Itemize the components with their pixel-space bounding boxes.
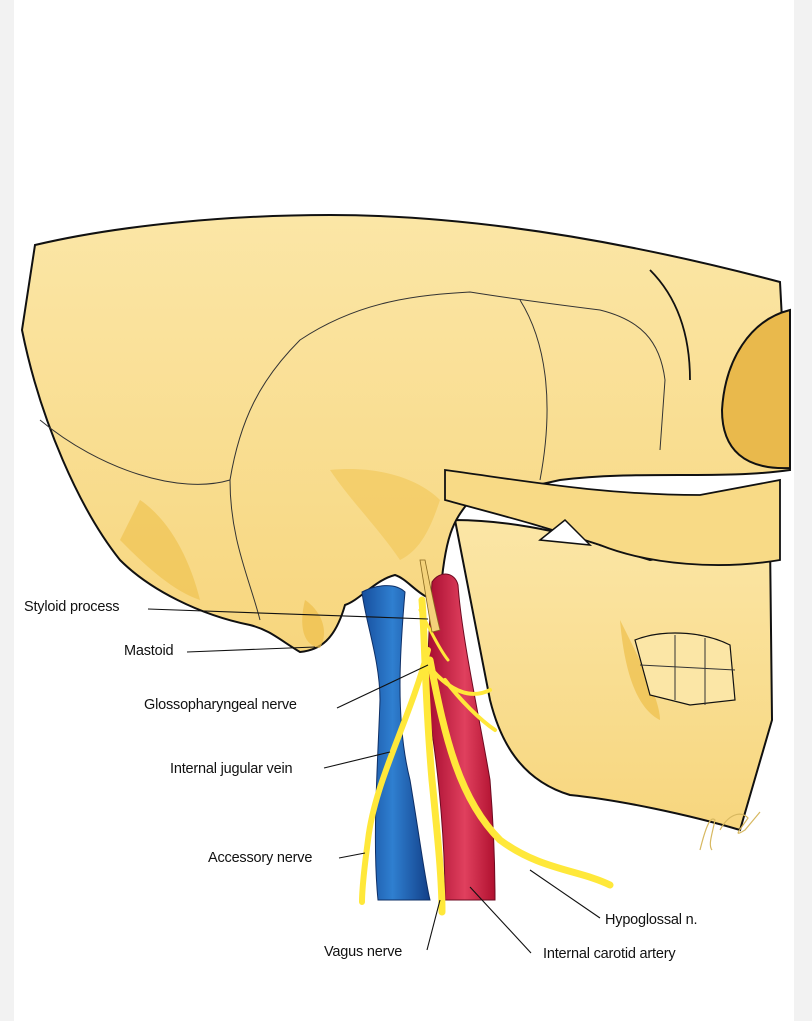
- glossopharyngeal-nerve: [418, 608, 450, 662]
- bone-shadow: [330, 469, 440, 560]
- teeth-lines: [639, 635, 736, 705]
- notch-gap: [538, 518, 593, 546]
- hypoglossal-nerve: [426, 656, 614, 889]
- label-vagus-nerve: Vagus nerve: [324, 944, 403, 960]
- leader-line-accessory: [338, 852, 366, 859]
- styloid-process: [419, 559, 441, 633]
- mastoid-shadow: [302, 600, 325, 648]
- label-mastoid: Mastoid: [124, 643, 174, 659]
- temporal-line: [649, 269, 691, 381]
- leader-line-glossopharyngeal: [336, 664, 429, 709]
- suture: [39, 291, 666, 485]
- suture: [229, 479, 261, 621]
- accessory-nerve: [359, 647, 431, 905]
- bone-shadow: [120, 500, 200, 600]
- leader-line-vagus: [426, 899, 441, 951]
- leader-lines: [147, 608, 601, 954]
- artist-signature: [699, 811, 761, 851]
- label-hypoglossal-nerve: Hypoglossal n.: [605, 912, 698, 928]
- leader-line-mastoid: [186, 646, 316, 653]
- teeth: [634, 632, 736, 706]
- suture: [519, 299, 548, 481]
- nerves: [359, 596, 614, 916]
- label-accessory-nerve: Accessory nerve: [208, 850, 313, 866]
- leader-line-styloid: [147, 608, 429, 620]
- vagus-nerve: [418, 596, 446, 916]
- label-internal-carotid-artery: Internal carotid artery: [543, 946, 676, 962]
- leader-line-jugular: [323, 751, 391, 769]
- label-styloid-process: Styloid process: [24, 599, 120, 615]
- leader-line-hypoglossal: [529, 869, 601, 919]
- label-internal-jugular-vein: Internal jugular vein: [170, 761, 293, 777]
- zygomatic-arch: [444, 468, 781, 566]
- label-glossopharyngeal-nerve: Glossopharyngeal nerve: [144, 697, 297, 713]
- orbit: [720, 308, 791, 470]
- leader-line-carotid: [469, 886, 532, 954]
- glossopharyngeal-branches: [430, 668, 497, 732]
